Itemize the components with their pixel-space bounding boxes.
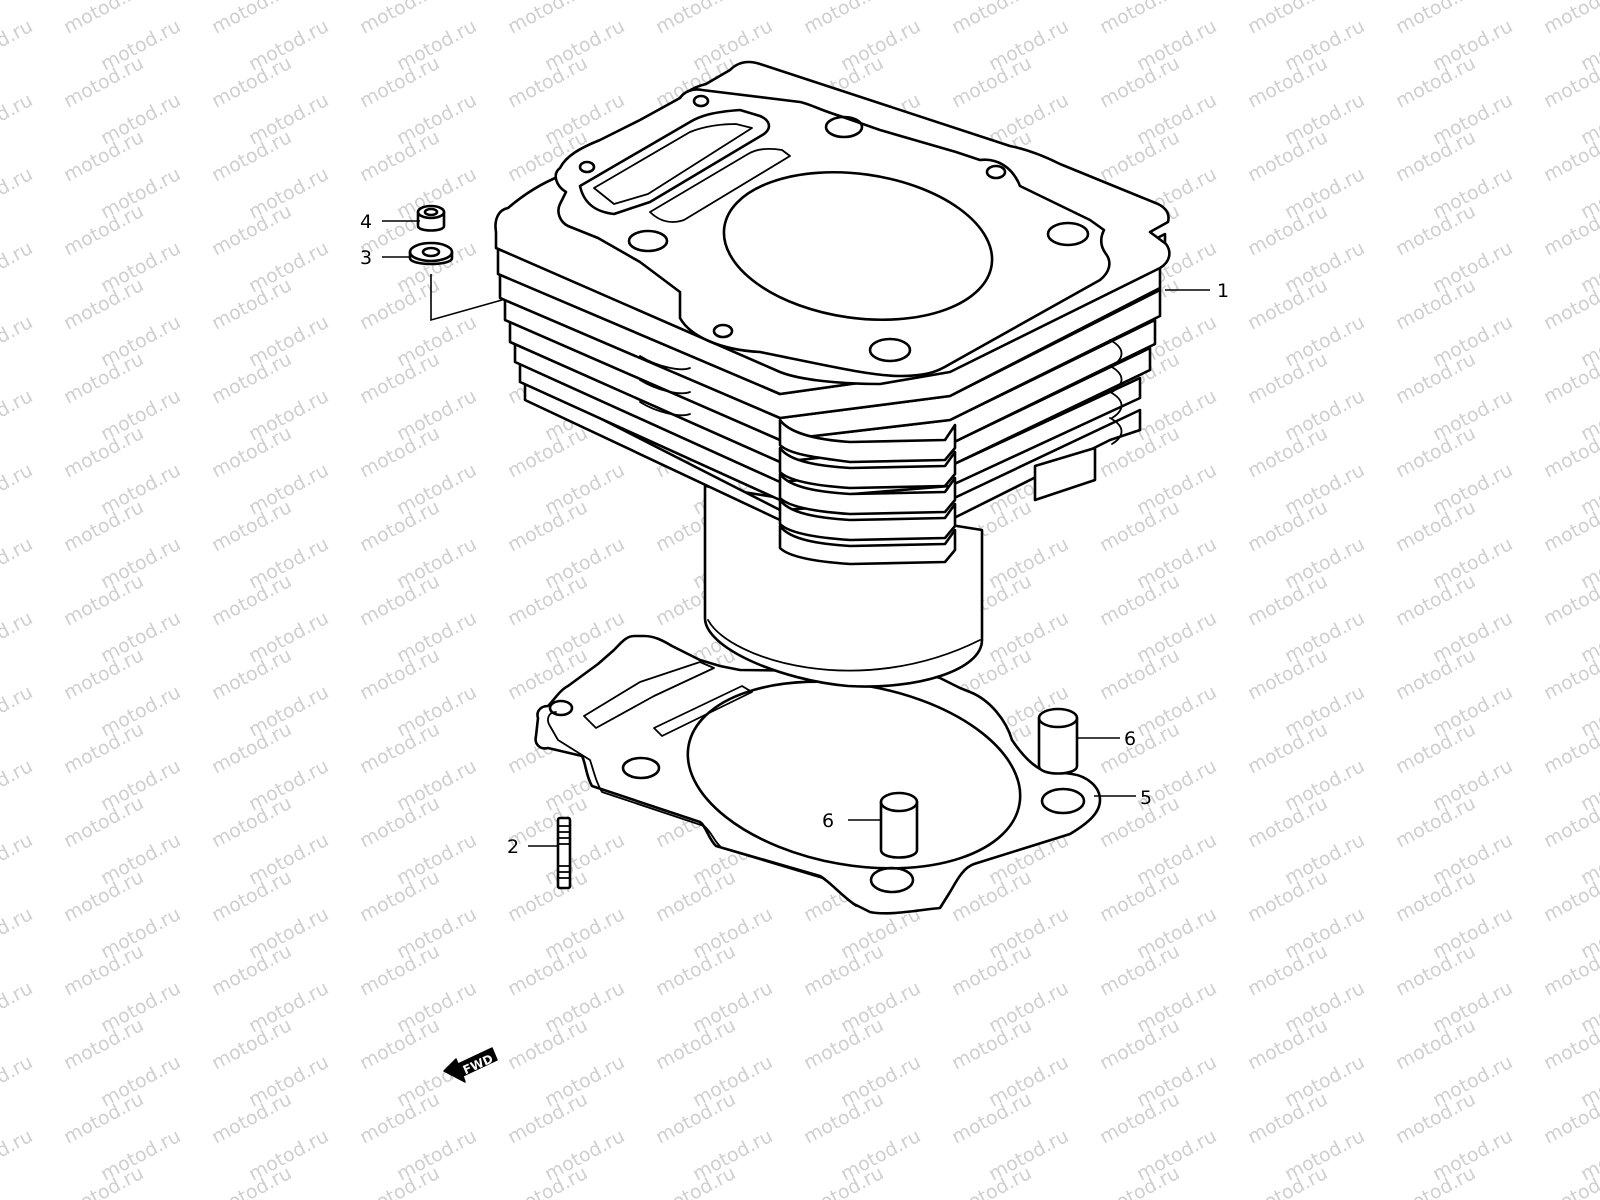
- watermark-text: motod.ru: [0, 681, 36, 741]
- watermark-text: motod.ru: [0, 1125, 36, 1185]
- callout-nut: 4: [360, 211, 372, 233]
- watermark-text: motod.ru: [800, 0, 887, 38]
- watermark-text: motod.ru: [0, 533, 36, 593]
- watermark-text: motod.ru: [1540, 0, 1600, 38]
- watermark-text: motod.ru: [0, 829, 36, 889]
- watermark-text: motod.ru: [208, 0, 295, 38]
- callout-cylinder: 1: [1217, 280, 1229, 302]
- watermark-text: motod.ru: [0, 385, 36, 445]
- dowel-pin-center[interactable]: [879, 791, 919, 859]
- watermark-text: motod.ru: [0, 15, 36, 75]
- watermark-text: motod.ru: [0, 755, 36, 815]
- callout-gasket: 5: [1140, 787, 1152, 809]
- cylinder-block[interactable]: [494, 60, 1171, 688]
- cylinder-base-gasket[interactable]: [534, 634, 1102, 915]
- watermark-text: motod.ru: [356, 0, 443, 38]
- callout-dowel-center: 6: [822, 810, 834, 832]
- leader-lines: [382, 220, 1210, 847]
- callout-stud: 2: [507, 836, 519, 858]
- forward-direction-marker: FWD: [443, 1047, 498, 1083]
- watermark-text: motod.ru: [0, 311, 36, 371]
- watermark-text: motod.ru: [504, 0, 591, 38]
- watermark-text: motod.ru: [1392, 0, 1479, 38]
- washer[interactable]: [408, 241, 454, 266]
- dowel-pin-right[interactable]: [1037, 707, 1079, 775]
- stud-bolt[interactable]: [556, 816, 572, 890]
- callout-dowel-right: 6: [1124, 728, 1136, 750]
- callout-washer: 3: [360, 247, 372, 269]
- watermark-text: motod.ru: [0, 903, 36, 963]
- watermark-text: motod.ru: [0, 1051, 36, 1111]
- watermark-text: motod.ru: [652, 0, 739, 38]
- watermark-text: motod.ru: [1577, 0, 1600, 1]
- watermark-text: motod.ru: [0, 89, 36, 149]
- watermark-text: motod.ru: [0, 459, 36, 519]
- watermark-text: motod.ru: [60, 0, 147, 38]
- watermark-text: motod.ru: [0, 0, 36, 1]
- watermark-text: motod.ru: [1244, 0, 1331, 38]
- nut[interactable]: [416, 204, 446, 232]
- watermark-text: motod.ru: [0, 607, 36, 667]
- watermark-text: motod.ru: [0, 977, 36, 1037]
- watermark-text: motod.ru: [948, 0, 1035, 38]
- watermark-text: motod.ru: [0, 163, 36, 223]
- forward-arrow-icon: [443, 1047, 498, 1083]
- callouts: 1 2 3 4 5 6 6: [360, 211, 1229, 858]
- watermark-text: motod.ru: [0, 237, 36, 297]
- watermark-text: motod.ru: [1096, 0, 1183, 38]
